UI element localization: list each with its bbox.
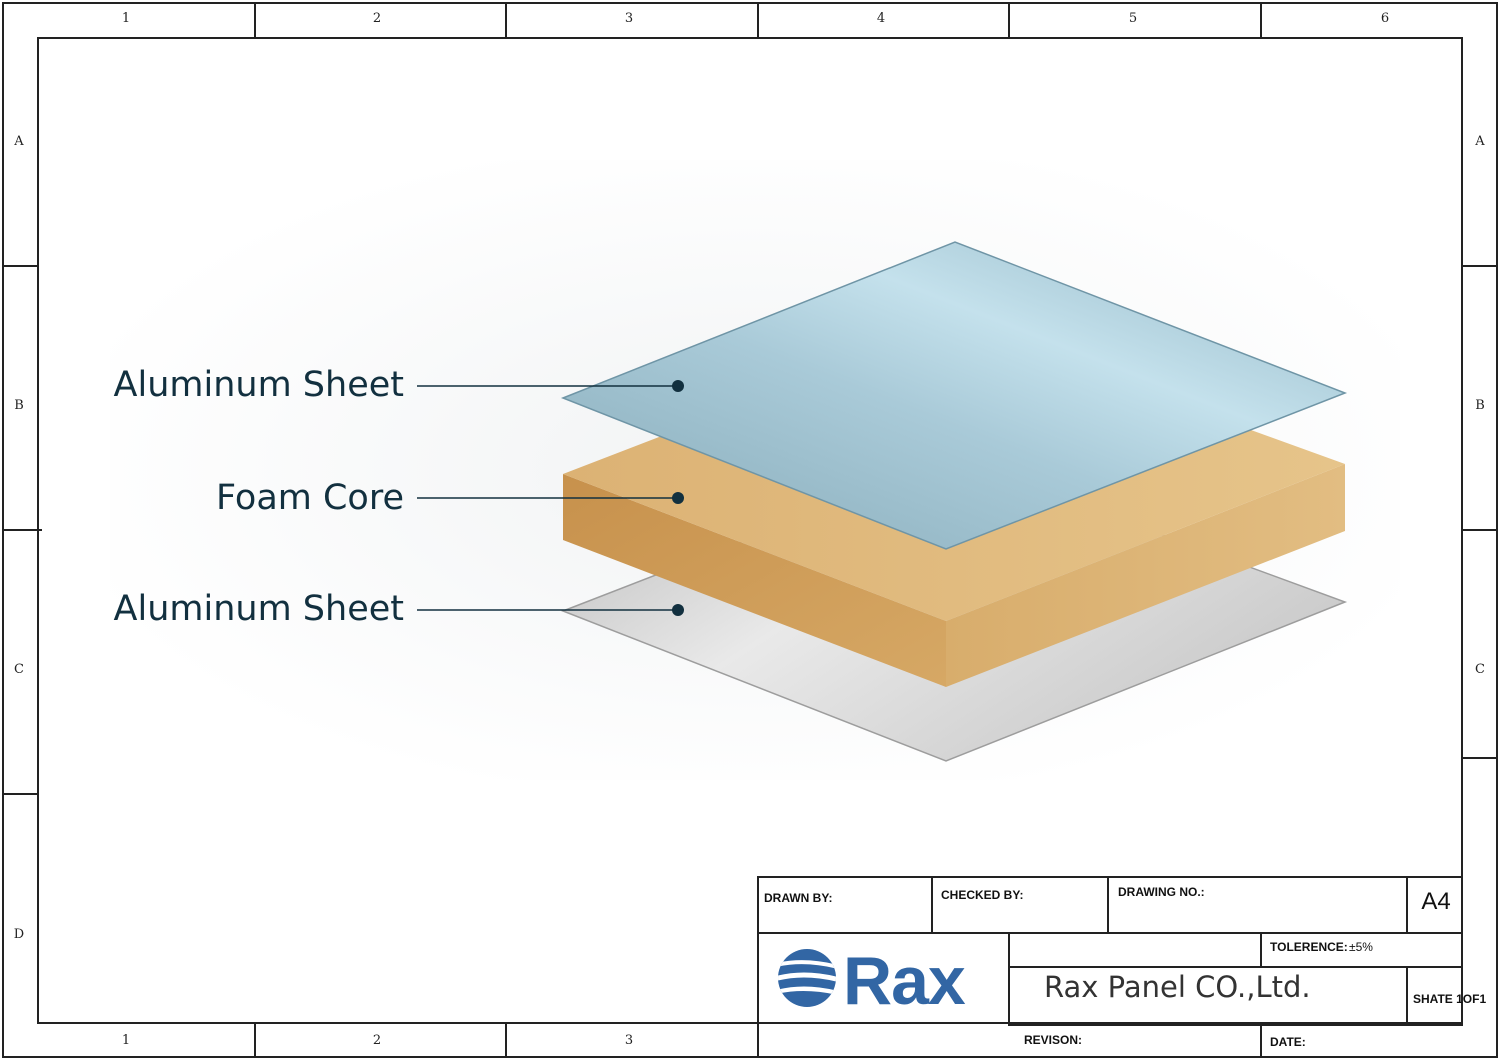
zone-row-label: C — [1475, 662, 1485, 677]
zone-column-label: 3 — [624, 1033, 634, 1048]
title-block-divider — [931, 876, 933, 933]
zone-column-label: 5 — [1128, 11, 1138, 26]
title-block-divider — [1008, 1024, 1463, 1026]
revision-label: REVISON: — [1024, 1033, 1083, 1047]
zone-column-label: 3 — [624, 11, 634, 26]
date-label: DATE: — [1270, 1035, 1306, 1049]
title-block-divider — [1008, 932, 1010, 1024]
title-block-divider — [1107, 876, 1109, 933]
leader-dot — [672, 604, 684, 616]
checked-by-label: CHECKED BY: — [941, 888, 1024, 902]
leader-dot — [672, 380, 684, 392]
title-block-divider — [1260, 1024, 1262, 1058]
zone-column-label: 1 — [121, 1033, 131, 1048]
drawing-no-label: DRAWING NO.: — [1118, 885, 1205, 899]
zone-row-label: A — [14, 134, 24, 149]
layer-label-bottom-aluminum: Aluminum Sheet — [113, 589, 404, 629]
zone-row-label: A — [1475, 134, 1485, 149]
zone-divider — [2, 529, 42, 531]
globe-stripes-icon — [778, 949, 836, 1007]
zone-divider — [2, 265, 37, 267]
zone-column-label: 1 — [121, 11, 131, 26]
zone-divider — [1008, 2, 1010, 37]
title-block-divider — [1406, 876, 1408, 933]
tolerence-value: ±5% — [1349, 940, 1373, 954]
zone-column-label: 2 — [372, 11, 382, 26]
zone-divider — [2, 793, 37, 795]
company-name: Rax Panel CO.,Ltd. — [1044, 970, 1311, 1004]
zone-divider — [757, 2, 759, 37]
zone-divider — [757, 1024, 759, 1058]
title-block-border — [757, 876, 1463, 878]
foam-core-right-face — [946, 464, 1345, 687]
zone-column-label: 6 — [1380, 11, 1390, 26]
tolerence-label: TOLERENCE: — [1270, 940, 1348, 954]
sheet-number: SHATE 1OF1 — [1413, 992, 1487, 1006]
title-block-divider — [1008, 966, 1463, 968]
zone-divider — [505, 2, 507, 37]
title-block-divider — [1260, 932, 1262, 967]
layer-label-top-aluminum: Aluminum Sheet — [113, 365, 404, 405]
title-block-divider — [757, 932, 1463, 934]
zone-row-label: D — [13, 927, 25, 942]
zone-divider — [1463, 757, 1498, 759]
foam-core-left-face — [563, 474, 946, 687]
title-block-divider — [1406, 966, 1408, 1024]
zone-column-label: 2 — [372, 1033, 382, 1048]
zone-divider — [254, 1024, 256, 1058]
layer-label-foam-core: Foam Core — [216, 478, 404, 518]
zone-row-label: B — [1475, 398, 1485, 413]
zone-divider — [505, 1024, 507, 1058]
zone-divider — [1463, 529, 1498, 531]
title-block-border — [757, 876, 759, 1024]
zone-divider — [1463, 265, 1498, 267]
sheet-size: A4 — [1421, 888, 1451, 915]
top-aluminum-sheet — [560, 241, 1348, 550]
drawn-by-label: DRAWN BY: — [764, 891, 833, 905]
zone-row-label: C — [14, 662, 24, 677]
zone-divider — [1260, 2, 1262, 37]
company-logo-text: Rax — [843, 943, 966, 1019]
zone-row-label: B — [14, 398, 24, 413]
zone-column-label: 4 — [876, 11, 886, 26]
leader-dot — [672, 492, 684, 504]
zone-divider — [254, 2, 256, 37]
